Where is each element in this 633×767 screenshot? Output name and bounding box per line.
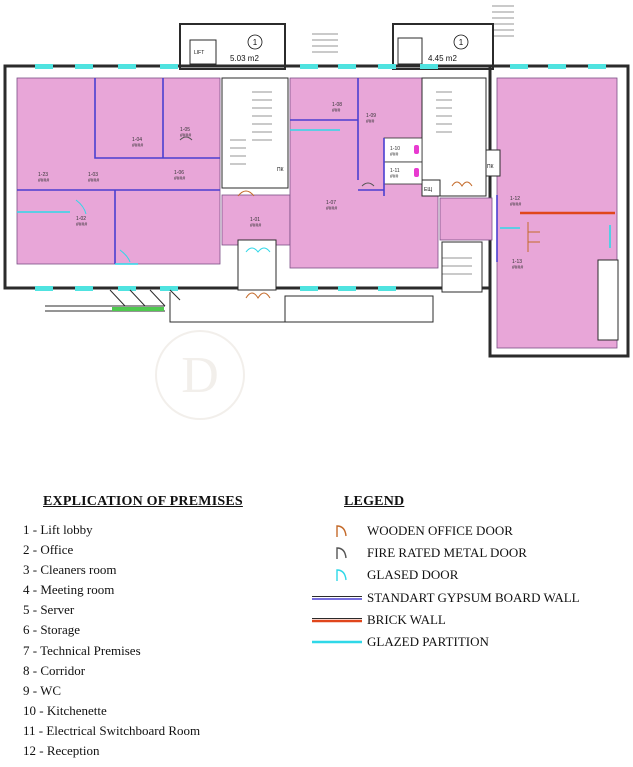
grid-marker-circle	[453, 34, 469, 50]
wood-door-icon	[336, 525, 347, 537]
glazed-partitions	[17, 129, 611, 265]
grid-marker-left: 1	[253, 38, 258, 47]
room-area: ####	[132, 143, 143, 149]
room-area: ####	[512, 265, 523, 271]
lift-label: LIFT	[194, 50, 204, 56]
explication-item: 12 - Reception	[23, 743, 100, 759]
legend-item-metal-door: FIRE RATED METAL DOOR	[312, 542, 580, 564]
legend-item-brick-wall: BRICK WALL	[312, 609, 580, 631]
toilet-icon	[414, 145, 419, 177]
room-area: ###	[390, 174, 399, 180]
room-code: 1-13	[512, 259, 522, 265]
grid-marker-right: 1	[459, 38, 464, 47]
room-code: 1-08	[332, 102, 342, 108]
gypsum-line-icon	[312, 595, 362, 600]
explication-item: 1 - Lift lobby	[23, 522, 93, 537]
room-code: 1-10	[390, 146, 400, 152]
stairwells	[221, 77, 619, 341]
wood-doors	[237, 181, 540, 299]
brick-line-icon	[312, 617, 362, 622]
room-code: 1-01	[250, 217, 260, 223]
watermark-logo: D	[155, 330, 245, 420]
floor-plan: D	[3, 5, 630, 420]
explication-item: 2 - Office	[23, 542, 74, 558]
room-area: ###	[390, 152, 399, 158]
room-area: ####	[38, 178, 49, 184]
explication-item: 3 - Cleaners room	[23, 562, 117, 578]
legend-item-glass-door: GLASED DOOR	[312, 564, 580, 586]
top-annotations: LIFT 5.03 m2 4.45 m2 1 1 ПК ПК ЕЩ	[194, 34, 494, 193]
explication-item: 4 - Meeting room	[23, 582, 115, 598]
area-left-label: 5.03 m2	[230, 54, 259, 63]
legend-title: LEGEND	[344, 494, 405, 509]
stair-steps	[230, 5, 514, 275]
legend-label: GLASED DOOR	[367, 567, 459, 583]
fire-cabinet-label: ПК	[277, 167, 284, 173]
area-right-label: 4.45 m2	[428, 54, 457, 63]
explication-list: 1 - Lift lobby 2 - Office 3 - Cleaners r…	[23, 520, 200, 761]
glass-door-icon	[336, 569, 347, 582]
room-area: ####	[510, 202, 521, 208]
windows	[35, 64, 606, 291]
room-code: 1-12	[510, 196, 520, 202]
legend-item-wood-door: WOODEN OFFICE DOOR	[312, 520, 580, 542]
room-code: 1-11	[390, 168, 400, 174]
explication-item: 10 - Kitchenette	[23, 702, 107, 718]
metal-door-icon	[336, 547, 347, 560]
explication-item: 9 - WC	[23, 682, 62, 698]
explication-item: 6 - Storage	[23, 622, 81, 638]
room-labels: 1-03 #### 1-02 #### 1-04 #### 1-05 #### …	[38, 102, 523, 271]
room-area: ####	[326, 206, 337, 212]
entrance-ramp	[112, 307, 164, 311]
room-area: ####	[174, 176, 185, 182]
lift-shafts	[189, 37, 501, 197]
room-area: ###	[366, 119, 375, 125]
legend-item-gypsum-wall: STANDART GYPSUM BOARD WALL	[312, 587, 580, 609]
room-area: ####	[250, 223, 261, 229]
legend-label: STANDART GYPSUM BOARD WALL	[367, 589, 580, 605]
legend-list: WOODEN OFFICE DOOR FIRE RATED METAL DOOR…	[312, 520, 580, 653]
room-fills	[16, 77, 618, 349]
grid-marker-circle	[247, 34, 263, 50]
fire-cabinet-label: ПК	[487, 164, 494, 170]
room-code: 1-02	[76, 216, 86, 222]
room-code: 1-05	[180, 127, 190, 133]
room-code: 1-03	[88, 172, 98, 178]
glazed-line-icon	[312, 640, 362, 644]
legend-label: GLAZED PARTITION	[367, 633, 489, 649]
room-area: ####	[76, 222, 87, 228]
metal-doors	[179, 136, 375, 187]
room-area: ####	[180, 133, 191, 139]
entrance-area	[45, 289, 434, 323]
room-area: ####	[88, 178, 99, 184]
legend-label: BRICK WALL	[367, 611, 446, 627]
legend-label: FIRE RATED METAL DOOR	[367, 545, 527, 561]
explication-title: EXPLICATION OF PREMISES	[43, 494, 243, 509]
glass-doors	[75, 199, 271, 263]
room-code: 1-04	[132, 137, 142, 143]
switchboard-label: ЕЩ	[424, 187, 432, 193]
room-code: 1-23	[38, 172, 48, 178]
room-code: 1-07	[326, 200, 336, 206]
explication-item: 5 - Server	[23, 602, 75, 618]
room-code: 1-09	[366, 113, 376, 119]
explication-item: 7 - Technical Premises	[23, 642, 141, 658]
explication-item: 8 - Corridor	[23, 662, 86, 678]
room-right-corridor	[439, 197, 493, 241]
room-left-block	[16, 77, 221, 265]
legend-item-glazed-partition: GLAZED PARTITION	[312, 631, 580, 653]
gypsum-walls	[17, 78, 498, 264]
watermark-letter: D	[181, 347, 219, 404]
room-code: 1-06	[174, 170, 184, 176]
room-area: ###	[332, 108, 341, 114]
legend-label: WOODEN OFFICE DOOR	[367, 523, 513, 538]
explication-item: 11 - Electrical Switchboard Room	[23, 722, 201, 738]
